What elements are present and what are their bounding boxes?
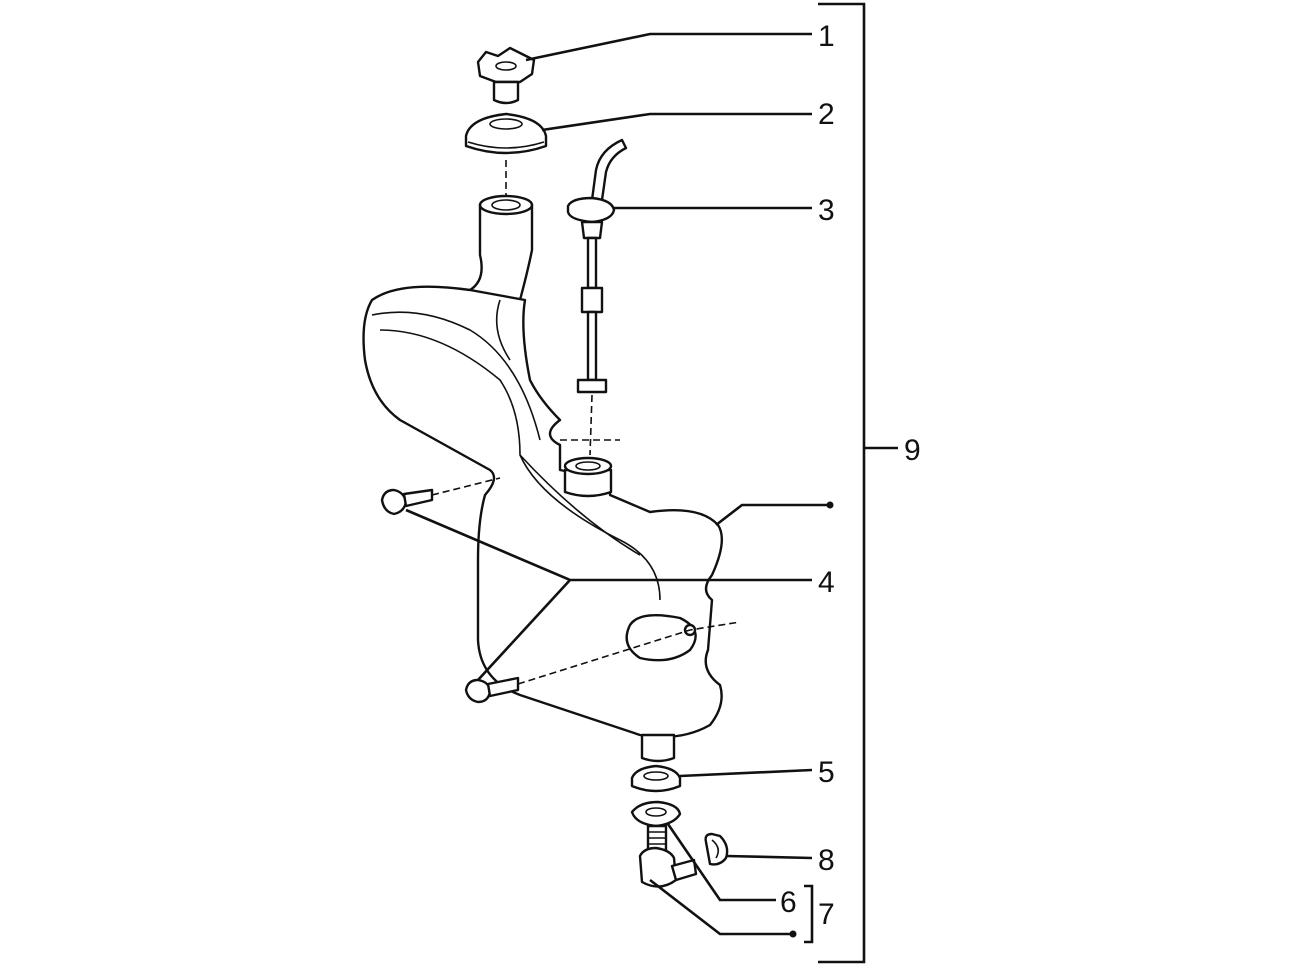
- callout-5: 5: [818, 756, 835, 789]
- outlet-fitting: [630, 800, 698, 888]
- hose-clamp: [630, 764, 682, 793]
- spring-clip: [704, 832, 729, 866]
- level-sensor: [566, 138, 628, 394]
- callout-3: 3: [818, 194, 835, 227]
- callout-7: 7: [818, 898, 835, 931]
- leader-lines: [405, 2, 898, 964]
- callout-8: 8: [818, 844, 835, 877]
- callout-9: 9: [904, 434, 921, 467]
- callout-1: 1: [818, 20, 835, 53]
- callout-4: 4: [818, 566, 835, 599]
- filler-seal: [464, 112, 548, 155]
- filler-cap: [476, 46, 536, 105]
- mounting-screw-lower: [464, 676, 520, 704]
- mounting-screw-upper: [380, 488, 434, 516]
- callout-2: 2: [818, 98, 835, 131]
- callout-6: 6: [780, 886, 797, 919]
- reservoir-tank: [362, 194, 724, 763]
